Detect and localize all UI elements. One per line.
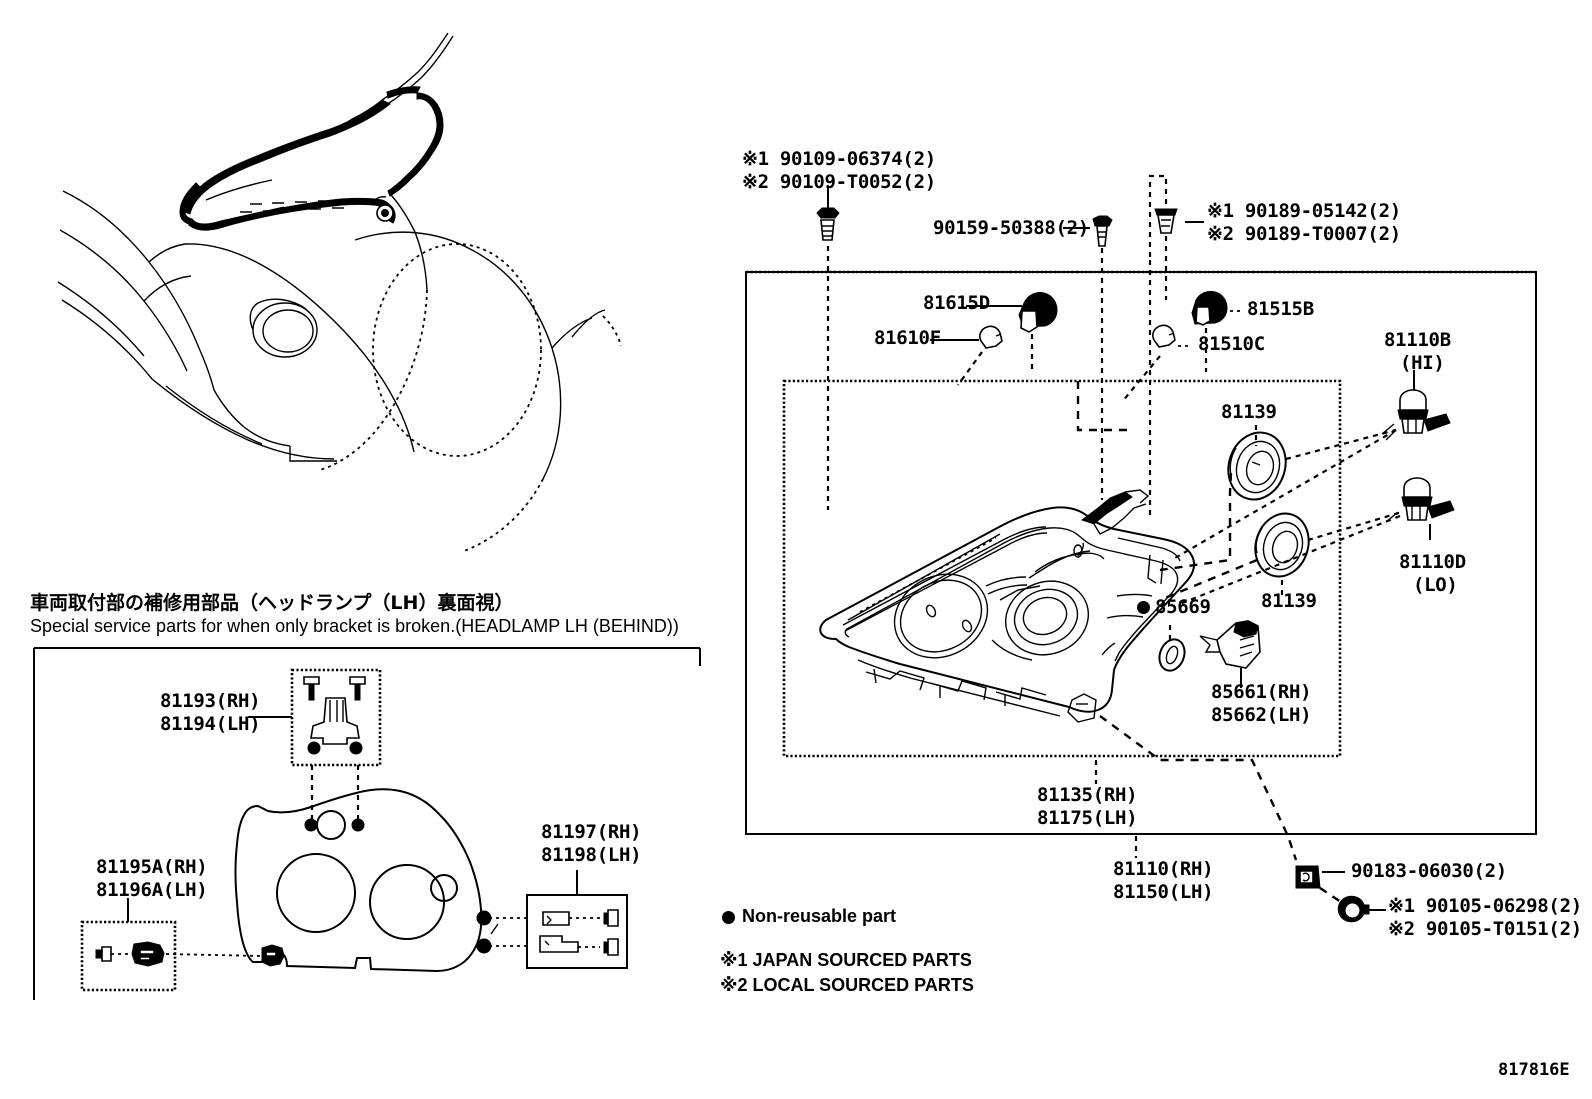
label-clip-90189: ※1 90189-05142(2)※2 90189-T0007(2) bbox=[1207, 200, 1401, 246]
bulb-81510C-drawing bbox=[1121, 324, 1192, 403]
label-81195A: 81195A(RH) bbox=[96, 856, 208, 878]
label-85661-85662: 85661(RH)85662(LH) bbox=[1211, 681, 1312, 727]
legend-non-reusable: Non-reusable part bbox=[742, 906, 897, 926]
label-81610F: 81610F bbox=[874, 327, 941, 349]
label-clip-90183: 90183-06030(2) bbox=[1351, 860, 1507, 882]
label-81135-81175: 81135(RH)81175(LH) bbox=[1037, 784, 1138, 830]
bracket-section-artwork bbox=[33, 647, 701, 1000]
label-81510C: 81510C bbox=[1198, 333, 1265, 355]
label-81110: 81110(RH) bbox=[1113, 858, 1214, 880]
section-title-jp: 車両取付部の補修用部品（ヘッドランプ（LH）裏面視） bbox=[30, 592, 514, 614]
label-81195A-81196A: 81195A(RH)81196A(LH) bbox=[96, 856, 208, 902]
sheet-code: 817816E bbox=[1498, 1060, 1570, 1080]
vehicle-front-illustration bbox=[57, 32, 622, 552]
label-81135: 81135(RH) bbox=[1037, 784, 1138, 806]
cap-81139-lower-drawing bbox=[1159, 510, 1403, 602]
oring-85669-drawing bbox=[1158, 625, 1186, 672]
label-85662: 85662(LH) bbox=[1211, 704, 1312, 726]
label-81196A: 81196A(LH) bbox=[96, 879, 208, 901]
label-81139-lower: 81139 bbox=[1261, 590, 1317, 612]
section-title-en: Special service parts for when only brac… bbox=[30, 616, 679, 636]
screw-90109-drawing bbox=[816, 185, 840, 510]
label-81110B: 81110B bbox=[1384, 329, 1451, 351]
bulb-81110B-drawing bbox=[1174, 370, 1451, 559]
label-81515B: 81515B bbox=[1247, 298, 1314, 320]
label-81197-81198: 81197(RH)81198(LH) bbox=[541, 821, 642, 867]
label-screw-90109: ※1 90109-06374(2)※2 90109-T0052(2) bbox=[742, 148, 936, 194]
label-clip-90189-jp: ※1 90189-05142(2) bbox=[1207, 200, 1401, 222]
label-81194: 81194(LH) bbox=[160, 713, 261, 735]
label-81150: 81150(LH) bbox=[1113, 881, 1214, 903]
main-assembly-artwork bbox=[745, 174, 1537, 923]
label-81193: 81193(RH) bbox=[160, 690, 261, 712]
socket-81515B-drawing bbox=[1191, 290, 1242, 372]
label-85669: 85669 bbox=[1155, 596, 1211, 618]
clip-90183-drawing bbox=[1295, 865, 1345, 905]
legend-note-japan: ※1 JAPAN SOURCED PARTS bbox=[720, 950, 972, 970]
label-clip-90189-local: ※2 90189-T0007(2) bbox=[1207, 223, 1401, 245]
screw-90159-drawing bbox=[1063, 215, 1113, 500]
label-screw-90109-local: ※2 90109-T0052(2) bbox=[742, 171, 936, 193]
label-screw-90159: 90159-50388(2) bbox=[933, 217, 1089, 239]
label-screw-90105-local: ※2 90105-T0151(2) bbox=[1388, 918, 1582, 940]
connector-85661-drawing bbox=[1199, 620, 1261, 688]
label-screw-90105: ※1 90105-06298(2)※2 90105-T0151(2) bbox=[1388, 895, 1582, 941]
label-81197: 81197(RH) bbox=[541, 821, 642, 843]
label-81139-upper: 81139 bbox=[1221, 401, 1277, 423]
label-screw-90105-jp: ※1 90105-06298(2) bbox=[1388, 895, 1582, 917]
cap-81139-upper-drawing bbox=[1159, 425, 1397, 572]
socket-81615D-drawing bbox=[966, 292, 1058, 372]
label-81198: 81198(LH) bbox=[541, 844, 642, 866]
label-81175: 81175(LH) bbox=[1037, 807, 1138, 829]
screw-90105-drawing bbox=[1337, 895, 1386, 923]
label-81615D: 81615D bbox=[923, 292, 990, 314]
legend-note-local: ※2 LOCAL SOURCED PARTS bbox=[720, 975, 974, 995]
bulb-81610F-drawing bbox=[930, 325, 1003, 386]
label-85661: 85661(RH) bbox=[1211, 681, 1312, 703]
bulb-81110D-drawing bbox=[1179, 477, 1455, 606]
label-81110B-position: (HI) bbox=[1400, 352, 1445, 374]
label-81193-81194: 81193(RH)81194(LH) bbox=[160, 690, 261, 736]
bracket-screw-pair bbox=[303, 676, 366, 701]
non-reusable-legend-marker bbox=[722, 911, 735, 924]
non-reusable-marker-85669 bbox=[1137, 601, 1150, 614]
label-81110D: 81110D bbox=[1399, 551, 1466, 573]
label-81110-81150: 81110(RH)81150(LH) bbox=[1113, 858, 1214, 904]
clip-90189-drawing bbox=[1148, 174, 1204, 300]
label-81110D-position: (LO) bbox=[1413, 574, 1458, 596]
label-screw-90109-jp: ※1 90109-06374(2) bbox=[742, 148, 936, 170]
